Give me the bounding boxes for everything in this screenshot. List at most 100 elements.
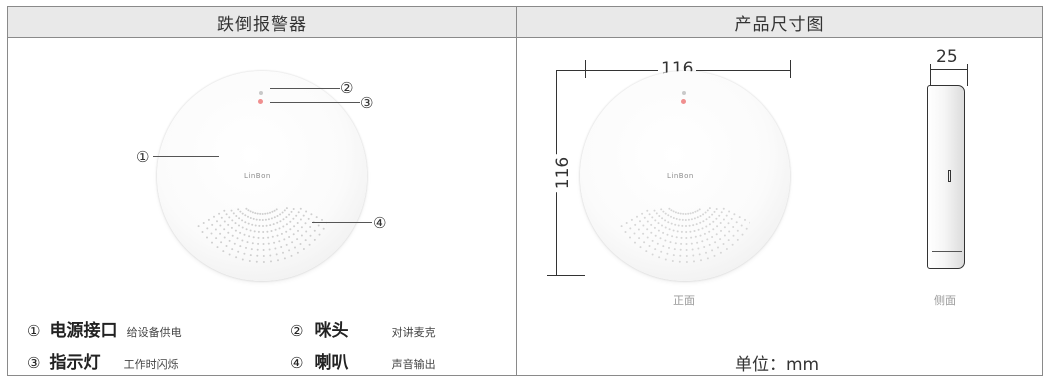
grille-hole [698, 208, 701, 211]
grille-hole [643, 241, 646, 244]
grille-hole [646, 236, 649, 239]
grille-hole [691, 248, 694, 251]
grille-hole [213, 215, 215, 218]
grille-hole [288, 249, 291, 252]
grille-hole [735, 221, 738, 224]
grille-hole [720, 229, 722, 232]
width-dimension-tick-right [790, 60, 791, 78]
grille-hole [732, 226, 735, 228]
speaker-grille [197, 207, 327, 263]
grille-hole [749, 221, 750, 224]
grille-hole [285, 230, 288, 233]
callout-2-leader [270, 88, 340, 89]
grille-hole [692, 254, 695, 257]
grille-hole [682, 212, 685, 215]
grille-hole [216, 220, 218, 223]
grille-hole [708, 216, 711, 219]
grille-hole [279, 213, 282, 216]
grille-hole [702, 213, 705, 216]
grille-hole [270, 260, 272, 263]
grille-hole [262, 249, 265, 251]
feature-mic: ② 咪头 对讲麦克 [290, 321, 436, 341]
grille-hole [271, 235, 274, 238]
grille-hole [271, 210, 274, 213]
height-dimension-tick-bottom [547, 275, 585, 276]
grille-hole [693, 217, 696, 220]
grille-hole [296, 238, 299, 241]
grille-hole [218, 212, 221, 215]
grille-hole [273, 241, 276, 244]
depth-dimension-line [930, 69, 968, 70]
grille-hole [249, 217, 252, 219]
grille-hole [261, 213, 264, 215]
grille-hole [730, 217, 733, 220]
grille-hole [708, 243, 711, 246]
grille-hole [716, 225, 719, 228]
grille-hole [667, 221, 670, 224]
grille-hole [302, 214, 305, 217]
grille-hole [727, 239, 730, 242]
grille-hole [278, 240, 281, 243]
grille-hole [668, 207, 671, 210]
grille-hole [685, 231, 688, 233]
grille-hole [220, 216, 223, 219]
grille-hole [745, 227, 748, 230]
grille-hole [673, 248, 676, 251]
grille-hole [289, 228, 292, 231]
grille-hole [273, 209, 276, 212]
grille-hole [294, 246, 296, 249]
grille-hole [258, 224, 261, 227]
grille-hole [641, 212, 644, 215]
grille-hole [299, 207, 302, 210]
grille-hole [670, 222, 673, 225]
grille-hole [677, 224, 680, 227]
grille-hole [313, 229, 316, 232]
grille-hole [249, 210, 252, 213]
indicator-led [258, 99, 263, 104]
grille-hole [679, 212, 682, 215]
grille-hole [264, 218, 267, 221]
grille-hole [293, 225, 296, 228]
grille-hole [699, 234, 702, 237]
grille-hole [225, 245, 228, 247]
grille-hole [689, 212, 692, 215]
grille-hole [266, 230, 269, 233]
grille-hole [255, 218, 258, 221]
grille-hole [713, 254, 716, 257]
grille-hole [272, 223, 275, 226]
grille-hole [234, 222, 237, 225]
grille-hole [692, 224, 695, 227]
grille-hole [690, 218, 693, 221]
grille-hole [653, 209, 656, 212]
grille-hole [671, 260, 674, 262]
grille-hole [283, 209, 286, 212]
callout-3-leader [270, 102, 360, 103]
grille-hole [634, 223, 637, 226]
depth-dimension-value: 25 [936, 47, 958, 67]
grille-hole [262, 231, 265, 233]
grille-hole [309, 234, 312, 237]
grille-hole [268, 248, 271, 251]
grille-hole [245, 246, 247, 249]
grille-hole [313, 238, 316, 241]
grille-hole [679, 254, 682, 257]
width-dimension-extension [556, 70, 585, 71]
grille-hole [699, 215, 702, 217]
grille-hole [704, 211, 707, 214]
grille-hole [685, 243, 688, 245]
grille-hole [664, 239, 667, 242]
grille-hole [688, 224, 691, 227]
grille-hole [241, 212, 244, 215]
grille-hole [220, 241, 223, 244]
grille-hole [219, 232, 222, 235]
grille-hole [228, 216, 231, 219]
grille-hole [664, 219, 667, 222]
grille-hole [206, 227, 209, 230]
grille-hole [672, 217, 675, 219]
grille-hole [690, 236, 693, 239]
grille-hole [693, 260, 695, 263]
side-view-caption: 侧面 [934, 294, 956, 307]
grille-hole [236, 237, 239, 240]
grille-hole [230, 209, 233, 212]
callout-4: ④ [373, 214, 387, 232]
